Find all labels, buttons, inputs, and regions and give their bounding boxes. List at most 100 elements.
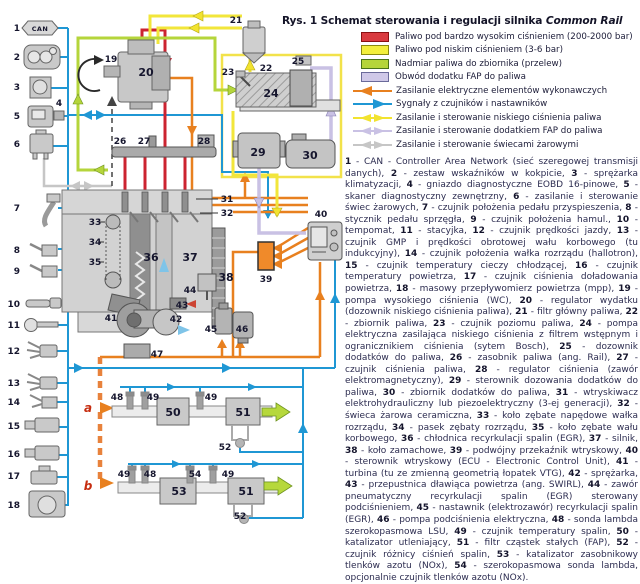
desc-number: 35 bbox=[531, 422, 545, 433]
diagram-label-6: 6 bbox=[14, 140, 20, 150]
legend-label: Paliwo pod bardzo wysokim ciśnieniem (20… bbox=[395, 31, 633, 42]
legend-item: Zasilanie i sterowanie dodatkiem FAP do … bbox=[352, 125, 640, 139]
diagram-label-28: 28 bbox=[198, 137, 211, 147]
desc-number: 46 bbox=[377, 514, 390, 525]
legend-item: Obwód dodatku FAP do paliwa bbox=[352, 71, 640, 85]
diagram-label-52: 52 bbox=[234, 512, 247, 522]
diagram-label-2: 2 bbox=[14, 53, 20, 63]
diagram-label-5: 5 bbox=[14, 112, 20, 122]
diagram-label-39: 39 bbox=[260, 275, 273, 285]
legend-label: Paliwo pod niskim ciśnieniem (3-6 bar) bbox=[395, 45, 564, 56]
legend-color-swatch bbox=[361, 58, 389, 69]
desc-number: 22 bbox=[625, 307, 638, 318]
legend-item: Zasilanie i sterowanie niskiego ciśnieni… bbox=[352, 111, 640, 125]
desc-number: 24 bbox=[579, 318, 592, 329]
legend-item: Nadmiar paliwa do zbiornika (przelew) bbox=[352, 57, 640, 71]
desc-number: 19 bbox=[618, 284, 631, 295]
diff-pressure-sensor-a bbox=[235, 438, 245, 448]
desc-number: 54 bbox=[454, 561, 467, 572]
additive-dispenser bbox=[295, 55, 312, 66]
fuel-level-sensor bbox=[239, 75, 251, 87]
diagram-label-31: 31 bbox=[221, 195, 234, 205]
diagram-label-42: 42 bbox=[170, 315, 183, 325]
diagram-label-16: 16 bbox=[7, 450, 20, 460]
legend-arrow-swatch bbox=[353, 113, 392, 122]
desc-number: 51 bbox=[456, 538, 470, 549]
fuel-tank bbox=[235, 55, 341, 112]
diagram-label-46: 46 bbox=[236, 325, 249, 335]
glow-relay-icon bbox=[29, 133, 54, 154]
figure-number: Rys. 1 bbox=[282, 15, 318, 27]
desc-number: 2 bbox=[390, 168, 398, 179]
diagram-label-26: 26 bbox=[114, 137, 127, 147]
fuel-rail bbox=[111, 134, 217, 158]
desc-number: 53 bbox=[496, 549, 510, 560]
rail-pressure-sensor bbox=[148, 135, 157, 148]
egr-solenoid bbox=[214, 302, 233, 335]
vacuum-pump bbox=[232, 311, 254, 344]
diagram-number-labels: 1234567891011121314151617181920212223242… bbox=[7, 16, 327, 522]
exhaust-exit-arrow-a bbox=[261, 402, 291, 422]
diagram-label-49: 49 bbox=[205, 393, 218, 403]
legend-item: Sygnały z czujników i nastawników bbox=[352, 98, 640, 112]
additive-controller-box bbox=[232, 132, 286, 169]
pressure-taps-a bbox=[231, 425, 249, 441]
egr-cooler-coil bbox=[134, 251, 146, 301]
air-temp-sensor-icon bbox=[24, 448, 36, 458]
diagram-label-1: 1 bbox=[14, 24, 20, 34]
cruise-stalk-icon bbox=[25, 299, 51, 308]
high-pressure-pump bbox=[103, 39, 171, 110]
diagram-label-a: a bbox=[84, 401, 92, 415]
desc-number: 48 bbox=[551, 514, 565, 525]
desc-number: 17 bbox=[463, 272, 477, 283]
diagram-label-9: 9 bbox=[14, 267, 20, 277]
diagram-label-40: 40 bbox=[315, 210, 328, 220]
throttle-flow-arrow bbox=[186, 300, 196, 308]
low-pressure-arrows bbox=[188, 10, 283, 218]
schematic-diagram: 1234567891011121314151617181920212223242… bbox=[7, 10, 343, 524]
desc-number: 9 bbox=[470, 214, 477, 225]
desc-number: 7 bbox=[421, 203, 429, 214]
diagram-label-15: 15 bbox=[7, 422, 20, 432]
particulate-filter-b bbox=[227, 477, 265, 505]
desc-number: 30 bbox=[382, 387, 396, 398]
diagram-label-41: 41 bbox=[105, 314, 118, 324]
glow-plug-arrows bbox=[70, 181, 94, 191]
pump-rotation-symbol bbox=[77, 58, 101, 92]
figure-title: Rys. 1 Schemat sterowania i regulacji si… bbox=[282, 15, 623, 27]
legend-label: Zasilanie i sterowanie niskiego ciśnieni… bbox=[396, 112, 602, 123]
egr-valve bbox=[197, 273, 217, 300]
diagram-label-33: 33 bbox=[89, 218, 102, 228]
turbocharger bbox=[107, 293, 180, 359]
diagram-label-20: 20 bbox=[138, 66, 154, 79]
desc-number: 18 bbox=[395, 284, 409, 295]
diagram-label-17: 17 bbox=[7, 472, 20, 482]
legend-item: Paliwo pod bardzo wysokim ciśnieniem (20… bbox=[352, 30, 640, 44]
overflow-arrows bbox=[72, 84, 239, 176]
legend-arrow-swatch bbox=[353, 99, 392, 110]
additive-tank-box bbox=[285, 133, 336, 169]
injection-relay bbox=[257, 241, 275, 271]
coolant-temp-sensor-icon bbox=[24, 420, 36, 430]
exhaust-exit-arrow-b bbox=[263, 476, 293, 496]
exhaust-line-b bbox=[117, 465, 281, 524]
desc-number: 49 bbox=[454, 526, 467, 537]
legend-color-swatch bbox=[361, 31, 389, 42]
desc-number: 43 bbox=[345, 480, 358, 491]
vacuum-arrow bbox=[107, 96, 117, 106]
desc-number: 23 bbox=[433, 318, 446, 329]
diagram-label-12: 12 bbox=[7, 347, 20, 357]
ecu-box bbox=[307, 221, 343, 261]
diagram-label-51: 51 bbox=[235, 406, 250, 419]
diagram-label-25: 25 bbox=[292, 57, 305, 67]
cam-sensor-icon bbox=[41, 396, 58, 409]
desc-number: 42 bbox=[568, 468, 581, 479]
desc-number: 25 bbox=[559, 341, 572, 352]
desc-number: 20 bbox=[519, 295, 533, 306]
desc-number: 50 bbox=[616, 526, 629, 537]
speed-sensor-icon bbox=[39, 344, 58, 358]
oxidation-catalyst bbox=[156, 397, 190, 426]
desc-number: 44 bbox=[587, 480, 601, 491]
diagram-label-14: 14 bbox=[7, 398, 20, 408]
desc-number: 37 bbox=[588, 434, 602, 445]
